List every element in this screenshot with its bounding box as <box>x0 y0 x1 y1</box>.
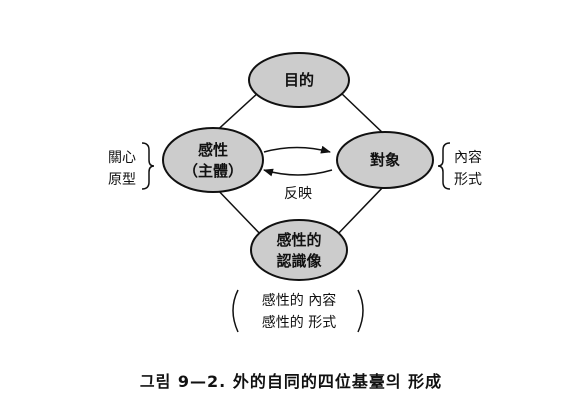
bottom-bracket-line-2: 感性的 形式 <box>262 314 336 331</box>
node-sensory-image: 感性的 認識像 <box>250 219 348 281</box>
arrow-reflection <box>263 168 333 177</box>
left-bracket-line-1: 關心 <box>108 150 136 166</box>
left-bracket-line-2: 原型 <box>108 172 136 188</box>
node-sensory-image-line-2: 認識像 <box>276 252 322 270</box>
bottom-right-paren <box>357 289 364 333</box>
edge-top-right <box>339 91 386 136</box>
node-sensibility-line-1: 感性 <box>198 141 228 159</box>
edge-left-bottom <box>212 184 264 238</box>
node-purpose-label: 目的 <box>284 71 314 89</box>
node-sensibility: 感性 （主體） <box>162 127 264 193</box>
edge-right-bottom <box>334 184 386 238</box>
node-sensibility-line-2: （主體） <box>183 162 243 180</box>
right-bracket-line-2: 形式 <box>454 172 482 188</box>
left-bracket-group: 關心 原型 <box>108 142 155 190</box>
bottom-left-paren <box>232 289 239 333</box>
node-purpose: 目的 <box>248 52 350 108</box>
node-object: 對象 <box>336 131 434 189</box>
bottom-bracket-line-1: 感性的 內容 <box>262 292 336 309</box>
figure-caption: 그림 9—2. 外的自同的四位基臺의 形成 <box>139 372 443 391</box>
right-bracket-line-1: 內容 <box>454 149 482 166</box>
right-curly-brace <box>437 142 451 190</box>
arrow-label-reflection: 反映 <box>284 186 312 202</box>
arrow-to-object <box>263 145 331 154</box>
node-sensory-image-line-1: 感性的 <box>276 231 321 249</box>
bottom-bracket-group: 感性的 內容 感性的 形式 <box>232 289 364 333</box>
four-position-diagram: 反映 目的 感性 （主體） 對象 感性的 認識像 關心 原型 <box>108 52 482 333</box>
left-curly-brace <box>141 142 155 190</box>
node-object-label: 對象 <box>370 151 400 169</box>
right-bracket-group: 內容 形式 <box>437 142 482 190</box>
